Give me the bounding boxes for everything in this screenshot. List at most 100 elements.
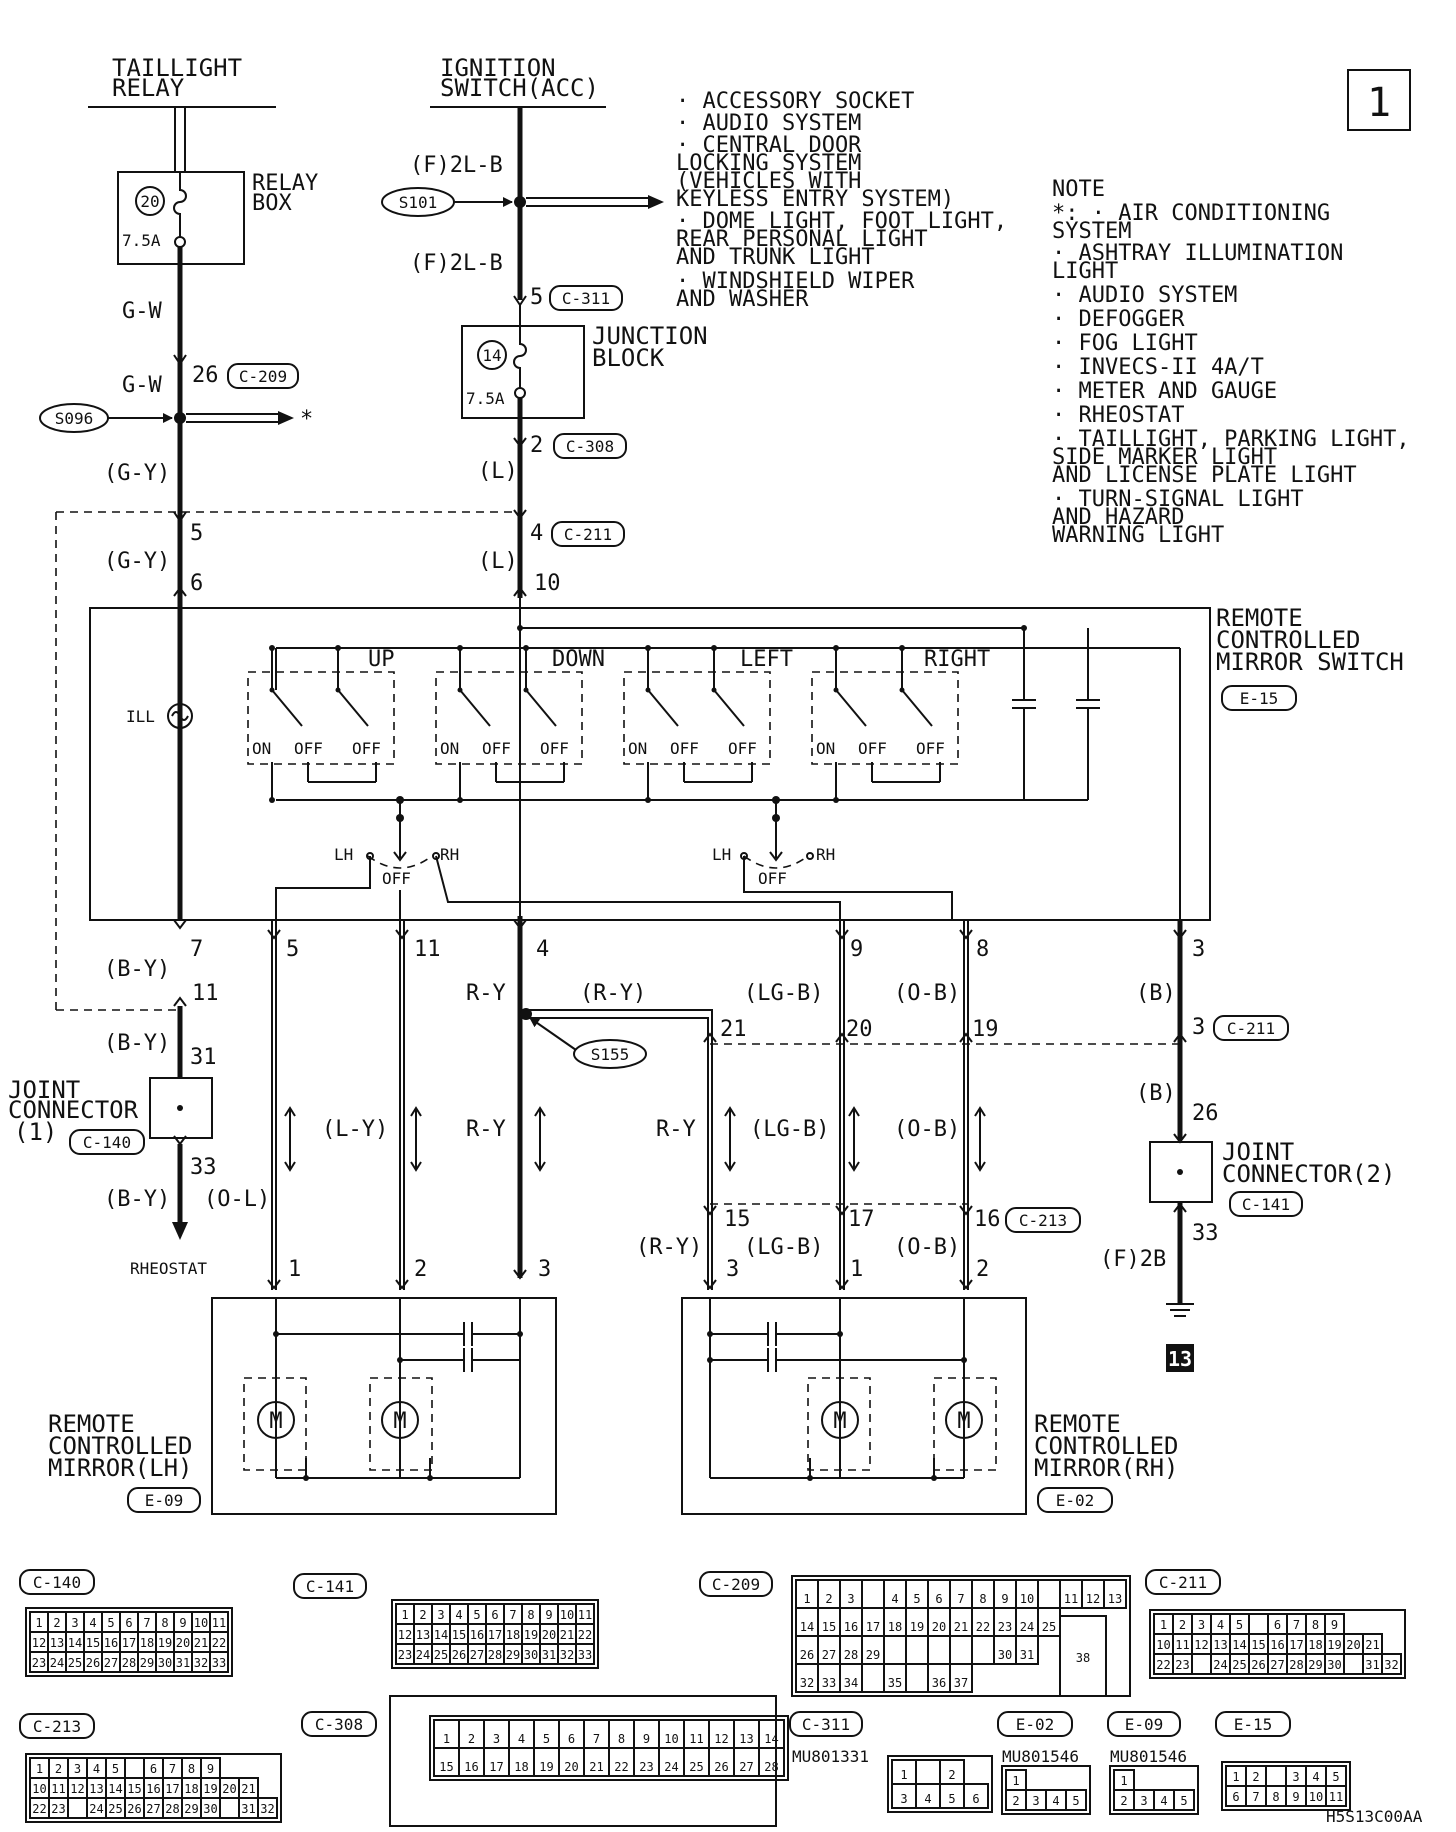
pin-cell: 11 (1064, 1592, 1078, 1606)
pin-cell: 20 (564, 1760, 578, 1774)
output-wires (267, 920, 1187, 1290)
pin-cell: 6 (972, 1792, 979, 1806)
pin-cell: 27 (104, 1656, 118, 1670)
face-c311-label: C-311 (802, 1715, 850, 1734)
pin-21: 21 (720, 1017, 747, 1042)
connector-e09-label: E-09 (145, 1491, 184, 1510)
pin-cell: 16 (844, 1620, 858, 1634)
pin-cell: 11 (578, 1608, 592, 1622)
pin-cell: 16 (146, 1782, 160, 1796)
pin-cell: 23 (639, 1760, 653, 1774)
note-block: NOTE *: · AIR CONDITIONING SYSTEM · ASHT… (1052, 177, 1410, 548)
wire-l-2: (L) (478, 549, 518, 574)
pin-cell: 4 (518, 1732, 525, 1746)
pin-cell: 32 (1384, 1658, 1398, 1672)
ignition-trunk (461, 107, 585, 1280)
pin-cell: 25 (68, 1656, 82, 1670)
pin-cell: 20 (932, 1620, 946, 1634)
pin-cell: 6 (568, 1732, 575, 1746)
pin-cell: 5 (948, 1792, 955, 1806)
pin-cell: 30 (524, 1648, 538, 1662)
pin-cell: 1 (401, 1608, 408, 1622)
pin-5: 5 (190, 521, 203, 546)
pin-cell: 17 (165, 1782, 179, 1796)
pin-15: 15 (724, 1207, 751, 1232)
face-c209-big-cell: 38 (1059, 1615, 1107, 1697)
pin-cell: 10 (1156, 1638, 1170, 1652)
pin-cell: 13 (50, 1636, 64, 1650)
pin-cell: 24 (50, 1656, 64, 1670)
pin-cell: 25 (1232, 1658, 1246, 1672)
svg-text:· TURN-SIGNAL LIGHT: · TURN-SIGNAL LIGHT (1052, 487, 1304, 512)
pin-8: 8 (976, 937, 989, 962)
mirror-rh-title: REMOTE (1034, 1410, 1121, 1438)
wire-by-1: (B-Y) (104, 957, 170, 982)
pin-cell: 8 (188, 1762, 195, 1776)
pin-cell: 18 (184, 1782, 198, 1796)
pin-cell: 16 (1270, 1638, 1284, 1652)
pin-cell: 11 (212, 1616, 226, 1630)
joint-connector-1: JOINT CONNECTOR (1) C-140 (8, 1076, 213, 1155)
wire-gy-1: (G-Y) (104, 461, 170, 486)
wire-lgb-1: (LG-B) (744, 981, 823, 1006)
pin-17: 17 (848, 1207, 875, 1232)
pin-cell: 26 (452, 1648, 466, 1662)
wire-ol: (O-L) (204, 1187, 270, 1212)
pin-cell: 30 (1327, 1658, 1341, 1672)
svg-text:· METER AND GAUGE: · METER AND GAUGE (1052, 379, 1277, 404)
pin-cell: 37 (954, 1676, 968, 1690)
pin-cell: 16 (104, 1636, 118, 1650)
pin-cell: 2 (825, 1592, 832, 1606)
pin-cell: 23 (398, 1648, 412, 1662)
pin-cell: 18 (506, 1628, 520, 1642)
pin-cell: 7 (509, 1608, 516, 1622)
pin-cell: 33 (578, 1648, 592, 1662)
taillight-relay-source: TAILLIGHT RELAY (88, 54, 276, 108)
pin-cell: 18 (140, 1636, 154, 1650)
svg-text:WARNING LIGHT: WARNING LIGHT (1052, 523, 1224, 548)
pin-cell: 2 (468, 1732, 475, 1746)
pin-cell: 31 (1020, 1648, 1034, 1662)
pin-cell: 11 (1329, 1790, 1343, 1804)
pin-cell: 5 (1236, 1618, 1243, 1632)
svg-text:· AUDIO SYSTEM: · AUDIO SYSTEM (676, 111, 861, 136)
pin-cell: 3 (74, 1762, 81, 1776)
selector-lh-label-2: LH (712, 845, 731, 864)
contact-label: OFF (916, 739, 945, 758)
wire-ob-3: (O-B) (894, 1235, 960, 1260)
selector-lh-label-1: LH (334, 845, 353, 864)
wire-ry-3: R-Y (656, 1117, 696, 1142)
pin-cell: 12 (714, 1732, 728, 1746)
pin-cell: 26 (1251, 1658, 1265, 1672)
pin-cell: 5 (913, 1592, 920, 1606)
svg-text:M: M (833, 1409, 846, 1434)
mirror-rh: M M REMOTE CONTROLLED MIRROR(RH) E-02 (681, 1297, 1179, 1515)
pin-cell: 10 (32, 1782, 46, 1796)
pin-cell: 28 (844, 1648, 858, 1662)
pin-cell: 38 (1076, 1651, 1090, 1665)
pin-9: 9 (850, 937, 863, 962)
svg-text:BLOCK: BLOCK (592, 344, 665, 372)
selector-rh-label-1: RH (440, 845, 459, 864)
pin-cell: 21 (560, 1628, 574, 1642)
pin-cell: 27 (822, 1648, 836, 1662)
face-e02-part: MU801546 (1002, 1747, 1079, 1766)
svg-text:JOINT: JOINT (1222, 1138, 1294, 1166)
pin-cell: 6 (150, 1762, 157, 1776)
pin-cell: 28 (1289, 1658, 1303, 1672)
pin-cell: 22 (32, 1802, 46, 1816)
connector-faces: C-140 C-141 C-209 C-211 C-213 C-308 C-31… (19, 1569, 1423, 1827)
pin-cell: 23 (1175, 1658, 1189, 1672)
pin-cell: 26 (714, 1760, 728, 1774)
pin-cell: 1 (1012, 1774, 1019, 1788)
pin-19: 19 (972, 1017, 999, 1042)
connector-c141-label: C-141 (1242, 1195, 1290, 1214)
pin-cell: 4 (924, 1792, 931, 1806)
pin-cell: 5 (1072, 1794, 1079, 1808)
connector-c213-label: C-213 (1019, 1211, 1067, 1230)
pin-cell: 29 (506, 1648, 520, 1662)
ground-number-box (1166, 1344, 1194, 1372)
pin-cell: 14 (108, 1782, 122, 1796)
svg-text:· INVECS-II 4A/T: · INVECS-II 4A/T (1052, 355, 1264, 380)
pin-cell: 7 (957, 1592, 964, 1606)
